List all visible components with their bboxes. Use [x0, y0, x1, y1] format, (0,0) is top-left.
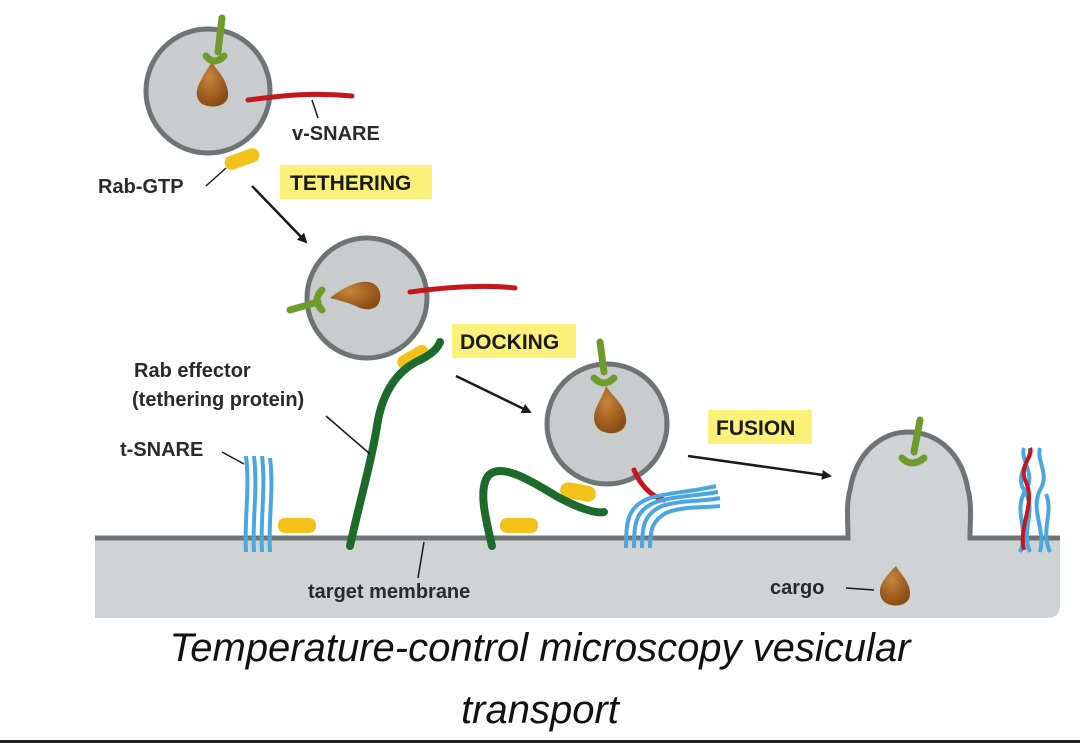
v-snare-strand	[407, 283, 518, 295]
label-rab-effector: Rab effector	[134, 360, 251, 382]
leader-rab-effector	[325, 415, 371, 455]
vesicle-fusion	[544, 338, 670, 502]
leader-target-membrane	[417, 541, 425, 579]
label-rab-effector-sub: (tethering protein)	[132, 389, 304, 411]
snare-complex-docking	[624, 467, 721, 549]
caption-line-1: Temperature-control microscopy vesicular	[169, 626, 911, 670]
label-cargo: cargo	[770, 577, 824, 599]
cargo-icon	[879, 566, 910, 606]
rab-gtp-marker	[560, 482, 596, 502]
target-membrane-edge	[95, 429, 1060, 541]
rab-effector-strand	[346, 338, 444, 550]
leader-v-snare	[311, 99, 319, 119]
rab-effector-bent	[479, 467, 608, 550]
bottom-divider	[0, 740, 1080, 743]
arrow-docking-to-fusion	[455, 374, 532, 414]
label-target-membrane: target membrane	[308, 581, 470, 603]
stage-tethering: TETHERING	[290, 172, 411, 195]
leader-t-snare	[221, 451, 245, 465]
rab-gtp-marker	[224, 148, 260, 170]
stage-highlight-fusion	[708, 410, 812, 444]
snare-complex-post-fusion	[1018, 447, 1052, 553]
target-membrane	[95, 432, 1060, 618]
vesicle-receptor	[214, 14, 226, 56]
rab-marker-membrane	[278, 518, 316, 533]
stage-highlight-tethering	[280, 165, 432, 199]
arrow-fusion-to-fused	[687, 454, 832, 480]
fused-vesicle-receptor	[898, 416, 928, 467]
v-snare-strand	[245, 91, 355, 103]
rab-marker-membrane	[500, 518, 538, 533]
leader-rab-gtp	[205, 167, 227, 187]
rab-gtp-marker	[397, 345, 429, 369]
t-snare-bundle	[243, 455, 274, 553]
arrow-tethering-to-docking	[251, 185, 308, 244]
stage-fusion: FUSION	[716, 417, 795, 440]
label-t-snare: t-SNARE	[120, 439, 203, 461]
vesicle-tethering	[143, 14, 355, 170]
cargo-icon	[196, 62, 229, 107]
leader-cargo	[845, 587, 875, 591]
stage-highlight-docking	[452, 324, 576, 358]
label-v-snare: v-SNARE	[292, 123, 380, 145]
stage-docking: DOCKING	[460, 331, 559, 354]
caption-line-2: transport	[461, 688, 619, 732]
cargo-icon	[594, 386, 627, 434]
vesicle-docking	[286, 235, 518, 369]
cargo-icon	[330, 281, 381, 310]
label-rab-gtp: Rab-GTP	[98, 176, 184, 198]
